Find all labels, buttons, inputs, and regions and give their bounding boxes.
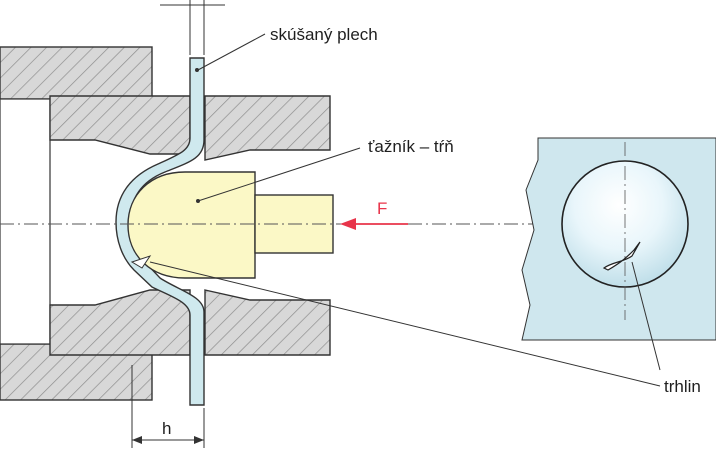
leader-crack-left	[149, 261, 661, 387]
punch	[127, 171, 334, 279]
force-label: F	[377, 199, 387, 218]
depth-label: h	[162, 419, 171, 438]
clamp-upper	[204, 95, 331, 161]
leader-lines	[149, 33, 661, 387]
force-arrow	[340, 218, 408, 230]
punch-label: ťažník – tŕň	[368, 137, 454, 156]
detail-crack	[602, 241, 641, 271]
detail-view	[521, 137, 716, 341]
tested-sheet	[115, 57, 205, 406]
leader-crack-right	[631, 261, 661, 371]
left-holder-cavity	[0, 98, 51, 345]
left-holder	[0, 46, 191, 401]
crack-mark-sheet	[130, 255, 152, 269]
sheet-label: skúšaný plech	[270, 25, 378, 44]
right-clamp	[204, 95, 331, 356]
punch-head	[127, 171, 256, 279]
sheet-point	[195, 68, 199, 72]
depth-dimension	[131, 365, 205, 448]
leader-punch	[197, 147, 361, 202]
die-lower	[49, 289, 191, 356]
clamp-lower	[204, 289, 331, 356]
die-upper	[49, 95, 191, 155]
crack-label: trhlin	[664, 377, 701, 396]
thickness-dimension	[160, 0, 225, 55]
left-holder-top	[0, 46, 153, 100]
leader-sheet	[197, 33, 266, 71]
